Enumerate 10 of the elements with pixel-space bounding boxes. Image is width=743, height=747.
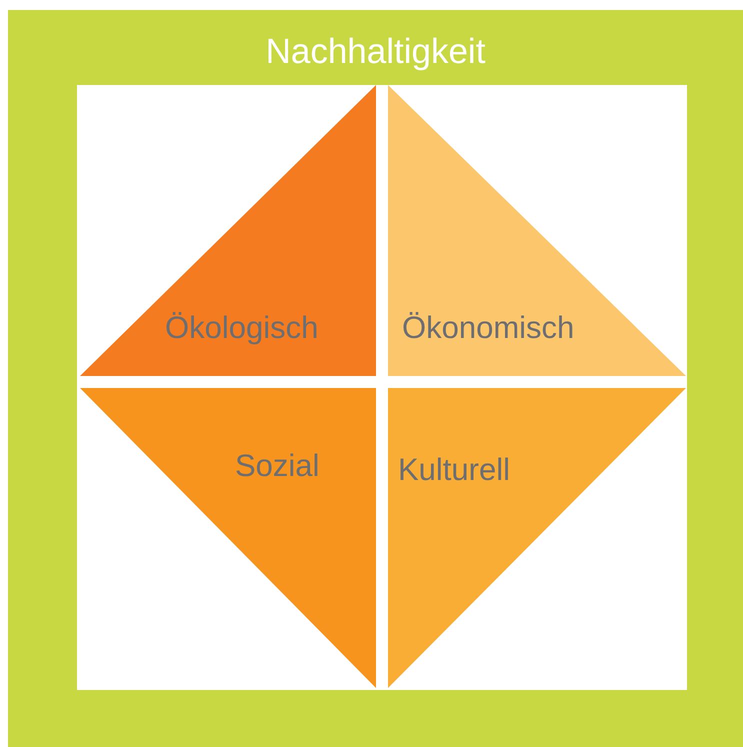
title-text: Nachhaltigkeit bbox=[264, 32, 486, 72]
segment-label: Sozial bbox=[235, 448, 320, 484]
triangle-segment bbox=[80, 388, 376, 688]
triangle-segment bbox=[80, 85, 376, 376]
frame-band bbox=[8, 10, 743, 747]
segment-label: Ökonomisch bbox=[402, 310, 574, 346]
segment-label: Kulturell bbox=[398, 452, 510, 488]
segment-label: Ökologisch bbox=[165, 310, 318, 346]
triangle-segment bbox=[388, 85, 686, 376]
triangle-segment bbox=[388, 388, 686, 688]
